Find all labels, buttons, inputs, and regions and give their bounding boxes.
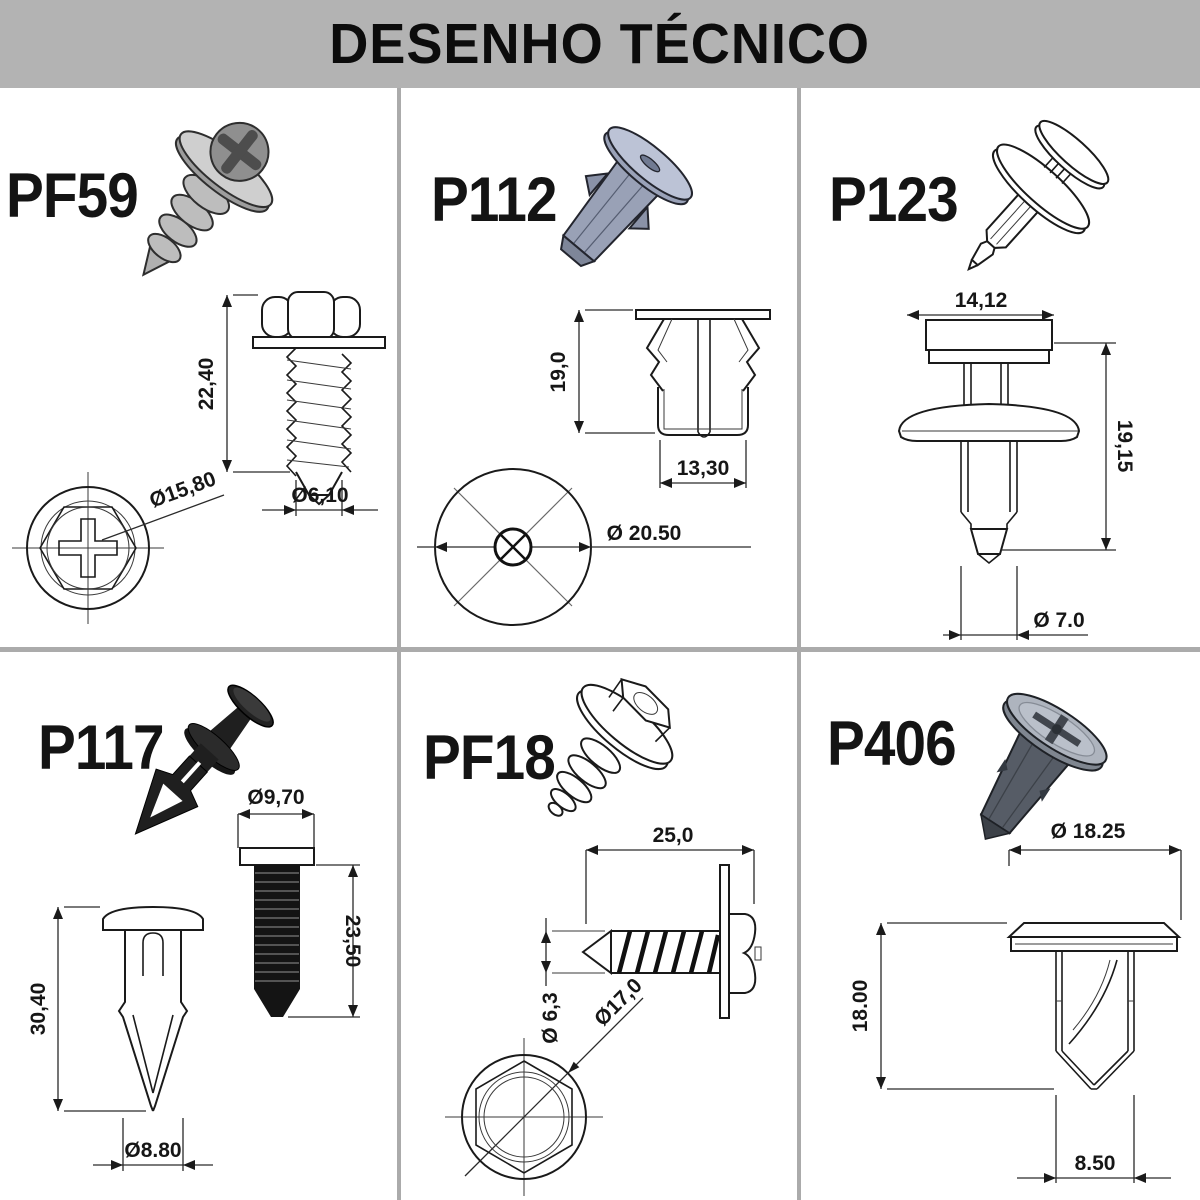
dimension-label: Ø 7.0 (1033, 609, 1084, 632)
dimension-label: 19,0 (547, 352, 570, 393)
panel-pf59: PF59 (0, 88, 397, 647)
dimension-label: Ø 20.50 (607, 522, 682, 545)
p112-drawing: 19,0 13,30 Ø 20.50 (417, 126, 771, 626)
part-label: PF59 (6, 161, 139, 231)
p117-3d-render (134, 684, 274, 835)
pf59-side-view: 22,40 Ø6,10 (195, 291, 386, 516)
p117-left-view: 30,40 Ø8.80 (27, 905, 213, 1171)
pf18-drawing: 25,0 Ø 6,3 (445, 677, 762, 1196)
dimension-label: Ø6,10 (291, 484, 348, 507)
pf59-3d-render (141, 121, 274, 277)
p117-right-view: Ø9,70 23,50 (237, 786, 364, 1018)
panel-pf18: PF18 25,0 (401, 652, 797, 1200)
p123-3d-render (967, 119, 1110, 271)
dimension-label: 25,0 (653, 824, 694, 847)
dimension-label: 22,40 (195, 358, 218, 411)
pf18-3d-render (547, 677, 674, 817)
p123-front-view: 14,12 19,15 Ø 7.0 (897, 289, 1136, 640)
pf59-drawing: 22,40 Ø6,10 Ø15,80 (12, 121, 386, 624)
panel-p117: P117 (0, 652, 397, 1200)
dimension-label: 13,30 (677, 457, 730, 480)
grid-divider-horizontal (0, 647, 1200, 652)
part-label: PF18 (423, 723, 556, 793)
dimension-label: Ø8.80 (124, 1139, 181, 1162)
dimension-label: 30,40 (27, 983, 50, 1036)
dimension-label: 18.00 (849, 980, 872, 1033)
panel-p123: P123 14,12 (801, 88, 1200, 647)
panel-p406: P406 Ø 18.25 (801, 652, 1200, 1200)
p123-drawing: 14,12 19,15 Ø 7.0 (897, 119, 1136, 640)
p117-drawing: 30,40 Ø8.80 Ø9,70 (27, 684, 364, 1171)
p112-top-view: Ø 20.50 (417, 468, 751, 626)
p112-side-view: 19,0 13,30 (547, 309, 771, 488)
dimension-label: Ø9,70 (247, 786, 304, 809)
pf18-side-view: 25,0 Ø 6,3 (539, 824, 762, 1044)
p406-side-view: Ø 18.25 18.00 (849, 820, 1182, 1183)
dimension-label: 14,12 (955, 289, 1008, 312)
dimension-label: Ø15,80 (146, 467, 219, 512)
grid-divider-vertical-1 (397, 88, 401, 1200)
dimension-label: 8.50 (1075, 1152, 1116, 1175)
part-label: P406 (827, 709, 957, 779)
part-label: P117 (38, 713, 165, 783)
p406-drawing: Ø 18.25 18.00 (849, 692, 1182, 1183)
panel-p112: P112 (401, 88, 797, 647)
dimension-label: Ø 6,3 (539, 992, 562, 1043)
p406-3d-render (979, 692, 1108, 841)
part-label: P112 (431, 165, 558, 235)
pf59-top-view: Ø15,80 (12, 467, 225, 624)
grid-divider-vertical-2 (797, 88, 801, 1200)
page-title: DESENHO TÉCNICO (329, 12, 871, 76)
dimension-label: 23,50 (341, 915, 364, 968)
header-bar: DESENHO TÉCNICO (0, 0, 1200, 88)
dimension-label: Ø 18.25 (1051, 820, 1126, 843)
part-label: P123 (829, 165, 959, 235)
dimension-label: 19,15 (1113, 420, 1136, 473)
p112-3d-render (559, 126, 693, 268)
